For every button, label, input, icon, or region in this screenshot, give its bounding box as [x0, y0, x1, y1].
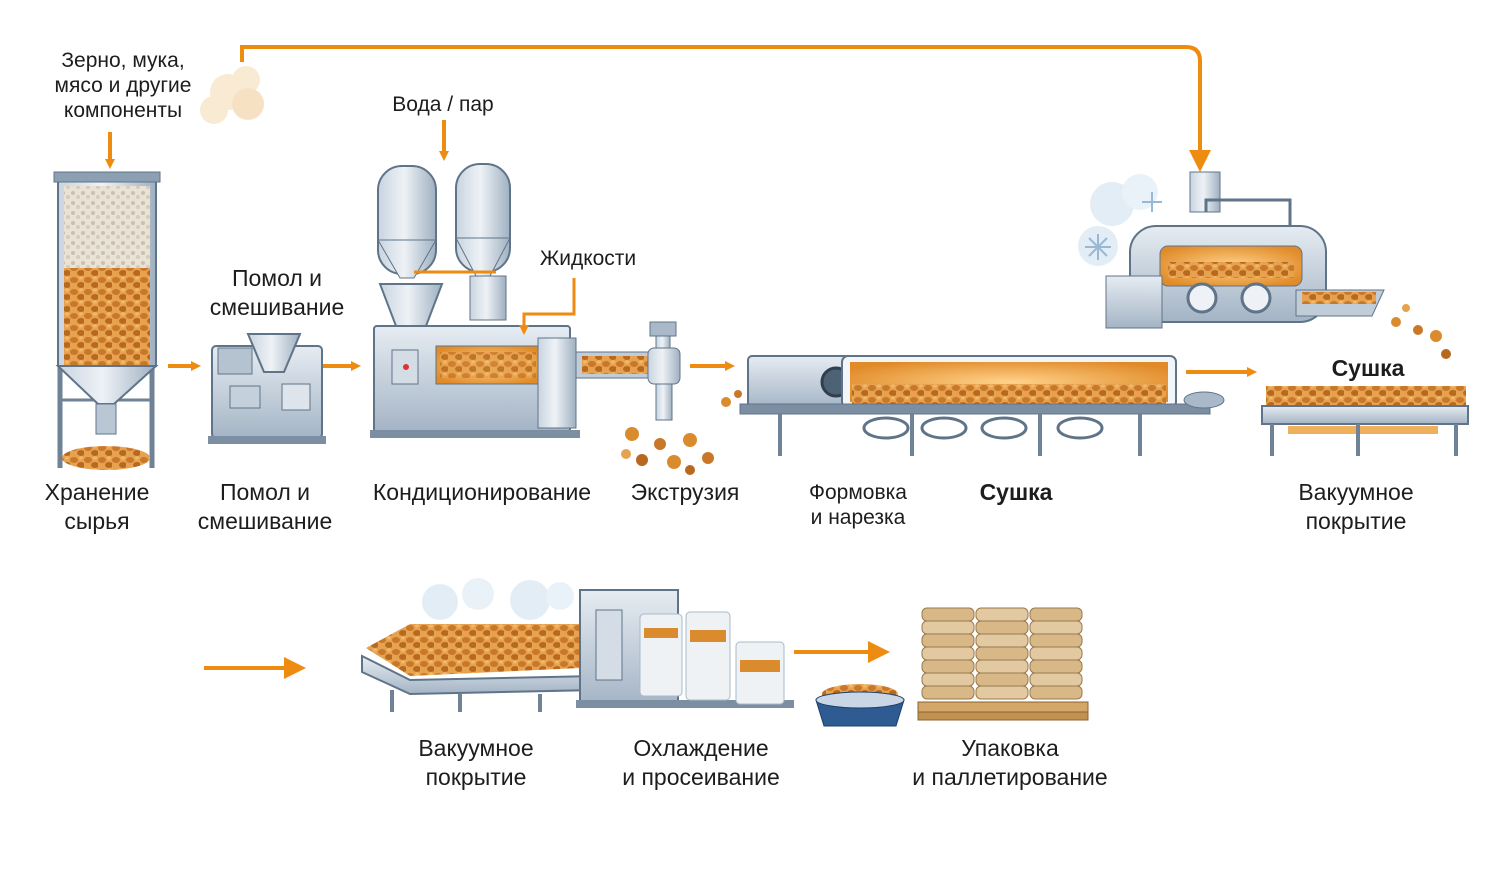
- pallet-bag: [975, 607, 1029, 622]
- storage-line-1: Хранение: [44, 479, 150, 505]
- packing-line-1: Упаковка: [961, 735, 1059, 761]
- pallet-bag: [1029, 633, 1083, 648]
- coating-right-line-2: покрытие: [1305, 508, 1407, 534]
- coating-bottom-line-1: Вакуумное: [418, 735, 534, 761]
- stage-extrusion-label: Экструзия: [630, 479, 740, 505]
- mill-top-line-2: смешивание: [209, 294, 345, 320]
- packing-line-2: и паллетирование: [912, 764, 1108, 790]
- steam-cloud: [200, 66, 264, 124]
- stage-drying-label: Сушка: [979, 479, 1053, 505]
- pallet-bag: [921, 659, 975, 674]
- stage-storage-label: Хранение сырья: [24, 478, 170, 536]
- pallet-bag: [1029, 659, 1083, 674]
- stage-coating-bottom-label: Вакуумное покрытие: [394, 734, 558, 792]
- raw-input-label: Зерно, мука, мясо и другие компоненты: [30, 48, 216, 123]
- pallet-bag: [975, 646, 1029, 661]
- vacuum-coater-icon: [361, 578, 597, 712]
- bagging-machine-icon: [576, 589, 794, 708]
- pallet-bag: [975, 659, 1029, 674]
- stage-cooling-label: Охлаждение и просеивание: [596, 734, 806, 792]
- pallet-bag: [921, 672, 975, 687]
- stage-forming-label: Формовка и нарезка: [790, 480, 926, 530]
- raw-input-line-2: мясо и другие: [54, 74, 192, 97]
- forming-conveyor-icon: [721, 355, 1225, 456]
- liquids-arrow: [519, 278, 576, 335]
- pallet-bag: [975, 620, 1029, 635]
- raw-input-line-3: компоненты: [63, 99, 183, 122]
- conditioner-icon: [370, 163, 659, 438]
- pallet-bag: [1029, 672, 1083, 687]
- bowl-icon: [815, 684, 905, 727]
- silo-icon: [53, 171, 161, 470]
- storage-line-2: сырья: [64, 508, 130, 534]
- stage-conditioning-label: Кондиционирование: [372, 479, 592, 505]
- dryer-icon: [1078, 171, 1451, 359]
- cooling-line-1: Охлаждение: [633, 735, 769, 761]
- forming-line-2: и нарезка: [810, 506, 906, 529]
- pallet-bag: [1029, 685, 1083, 700]
- water-steam-label: Вода / пар: [392, 93, 494, 116]
- pallet-bag: [975, 672, 1029, 687]
- stage-packing-label: Упаковка и паллетирование: [890, 734, 1130, 792]
- pallet-bag: [1029, 620, 1083, 635]
- pallet-bag: [921, 685, 975, 700]
- pallet-bag: [921, 646, 975, 661]
- mill-top-label: Помол и смешивание: [192, 264, 362, 322]
- mill-top-line-1: Помол и: [231, 265, 323, 291]
- milling-line-1: Помол и: [219, 479, 311, 505]
- stage-coating-right-label: Вакуумное покрытие: [1276, 478, 1436, 536]
- pallet-bag: [921, 633, 975, 648]
- stage-drying-top-label: Сушка: [1331, 355, 1405, 381]
- pallet-bag: [975, 633, 1029, 648]
- liquids-label: Жидкости: [539, 247, 637, 270]
- extruder-icon: [621, 321, 714, 475]
- feedback-arrow: [240, 45, 1211, 172]
- pallet-bag: [1029, 646, 1083, 661]
- milling-line-2: смешивание: [197, 508, 333, 534]
- pallet-bag: [921, 607, 975, 622]
- coating-bottom-line-2: покрытие: [425, 764, 527, 790]
- pallet-bag: [921, 620, 975, 635]
- pallet-bag: [975, 685, 1029, 700]
- coating-tray-icon: [1261, 386, 1469, 456]
- pallet-bag: [1029, 607, 1083, 622]
- stage-milling-label: Помол и смешивание: [180, 478, 350, 536]
- pallet-icon: [917, 607, 1089, 721]
- cooling-line-2: и просеивание: [622, 764, 780, 790]
- mill-mixer-icon: [208, 333, 326, 444]
- coating-right-line-1: Вакуумное: [1298, 479, 1414, 505]
- forming-line-1: Формовка: [809, 481, 907, 504]
- raw-input-line-1: Зерно, мука,: [61, 49, 185, 72]
- snowflake-icon: [1078, 174, 1162, 266]
